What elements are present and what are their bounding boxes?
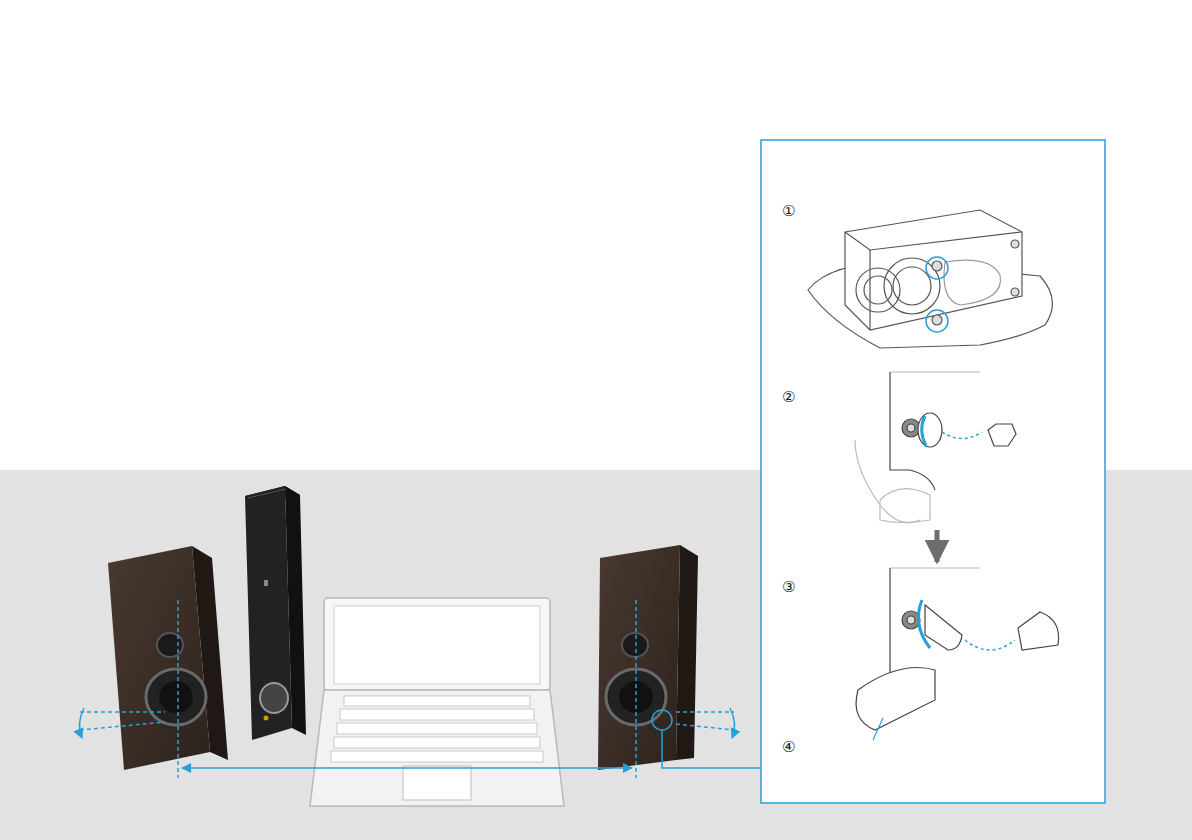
placement-guides [79,600,761,778]
left-speaker [108,546,228,770]
step-arrow [935,530,940,562]
right-speaker [598,545,698,770]
spike-attach [856,568,1059,740]
laptop [310,598,564,806]
detail-panel [761,140,1105,803]
callout-number: ② [782,390,795,405]
foot-removal [855,372,1016,523]
speaker-on-cloth [808,210,1052,348]
callout-number: ④ [782,740,795,755]
callout-number: ① [782,204,795,219]
amplifier [245,486,306,740]
callout-number: ③ [782,580,795,595]
